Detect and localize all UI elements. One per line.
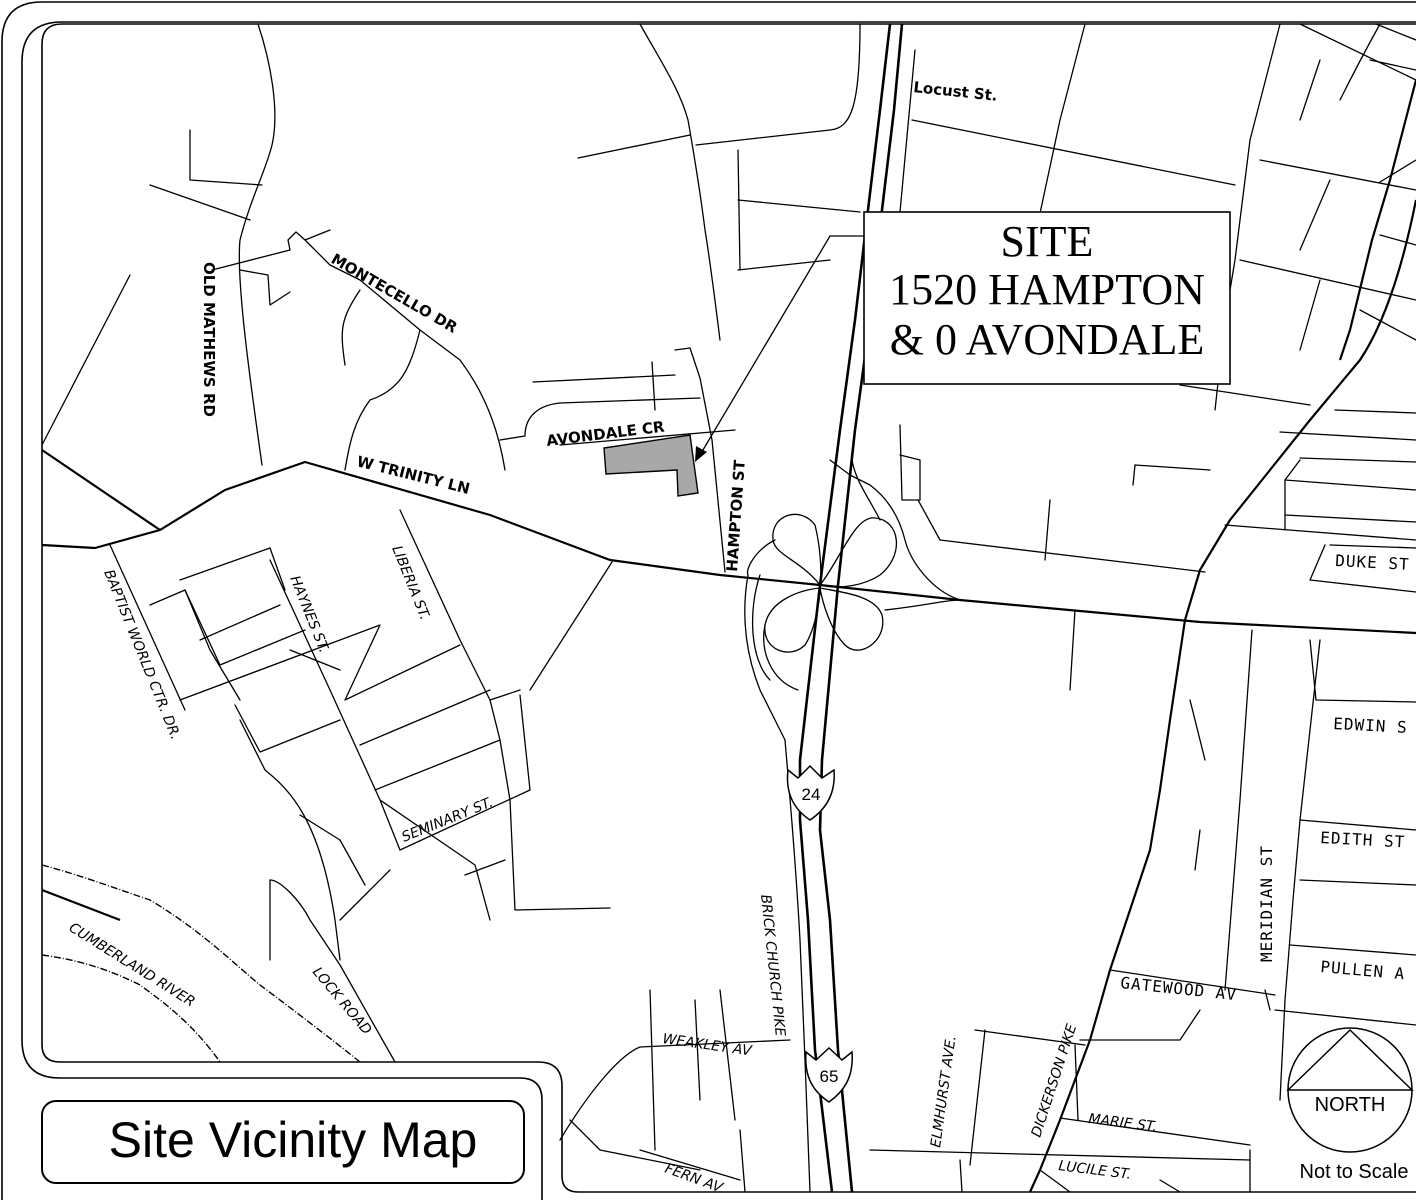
- interstate-65-label: 65: [820, 1067, 839, 1086]
- label-haynes-st: HAYNES ST.: [286, 574, 331, 656]
- interstate-24-shield: 24: [786, 764, 835, 821]
- site-callout: SITE 1520 HAMPTON & 0 AVONDALE: [695, 211, 1231, 462]
- label-liberia-st: LIBERIA ST.: [388, 544, 432, 623]
- label-cumberland-river: CUMBERLAND RIVER: [66, 920, 198, 1011]
- label-seminary-st: SEMINARY ST.: [400, 795, 496, 846]
- label-baptist-world-ctr-dr: BAPTIST WORLD CTR. DR.: [100, 568, 183, 742]
- interstate-corridor: [798, 23, 904, 1193]
- label-duke-st: DUKE ST: [1335, 551, 1410, 574]
- label-hampton-st: HAMPTON ST: [723, 459, 749, 573]
- minor-roads: [41, 23, 1416, 1193]
- label-edwin-st: EDWIN S: [1333, 714, 1408, 737]
- north-label: NORTH: [1315, 1094, 1386, 1116]
- label-lock-road: LOCK ROAD: [309, 964, 375, 1038]
- cumberland-river: [41, 864, 361, 1063]
- scale-note: Not to Scale: [1300, 1161, 1409, 1183]
- label-w-trinity-ln: W TRINITY LN: [355, 452, 472, 497]
- label-meridian-st: MERIDIAN ST: [1257, 845, 1276, 962]
- label-old-mathews-rd: OLD MATHEWS RD: [200, 262, 218, 417]
- label-edith-st: EDITH ST: [1320, 828, 1406, 851]
- major-roads: [41, 79, 1416, 1193]
- label-elmhurst-ave: ELMHURST AVE.: [928, 1035, 960, 1149]
- label-weakley-av: WEAKLEY AV: [661, 1031, 753, 1060]
- label-lucile-st: LUCILE ST.: [1058, 1158, 1133, 1183]
- north-arrow: NORTH: [1286, 1027, 1414, 1153]
- label-brick-church-pike: BRICK CHURCH PIKE: [757, 894, 788, 1038]
- map-title: Site Vicinity Map: [109, 1112, 478, 1168]
- title-box: Site Vicinity Map: [41, 1100, 525, 1184]
- cloverleaf-interchange: [746, 459, 961, 691]
- site-label-line-1: SITE: [1001, 217, 1094, 266]
- label-pullen-av: PULLEN A: [1320, 957, 1406, 983]
- label-gatewood-av: GATEWOOD AV: [1120, 973, 1238, 1004]
- site-label-line-2: 1520 HAMPTON: [889, 265, 1205, 314]
- label-marie-st: MARIE ST.: [1088, 1111, 1158, 1135]
- label-dickerson-pike: DICKERSON PIKE: [1029, 1022, 1081, 1139]
- site-parcel[interactable]: [603, 434, 699, 497]
- interstate-24-label: 24: [802, 785, 821, 804]
- interstate-65-shield: 65: [805, 1046, 853, 1103]
- label-montecello-dr: MONTECELLO DR: [328, 250, 461, 337]
- site-label-line-3: & 0 AVONDALE: [890, 315, 1205, 364]
- label-locust-st: Locust St.: [913, 78, 999, 105]
